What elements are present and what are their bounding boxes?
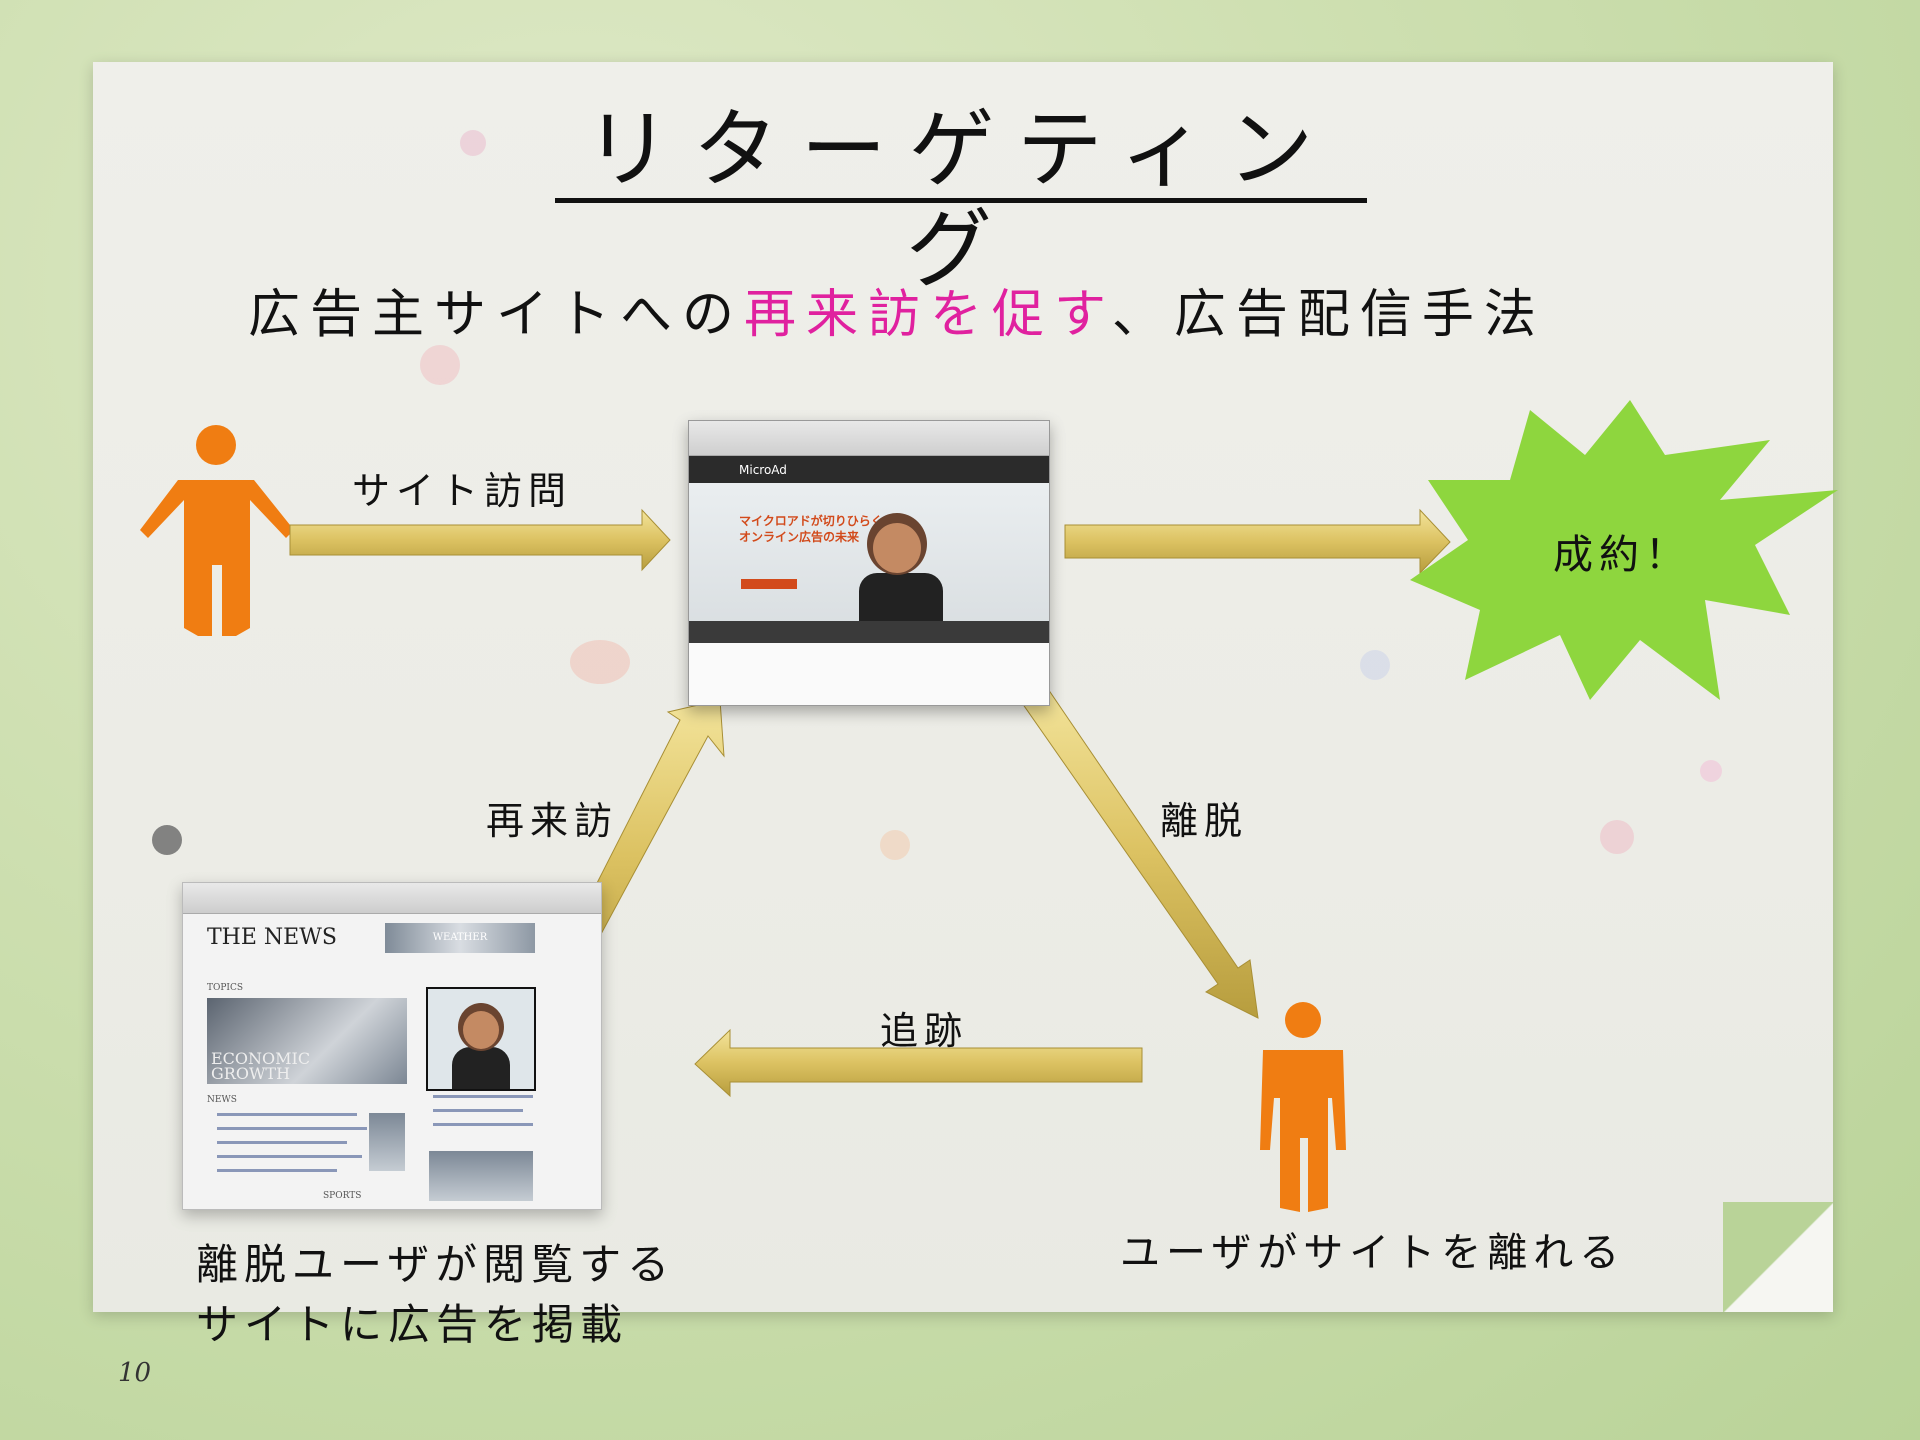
- news-news-label: NEWS: [207, 1095, 237, 1105]
- label-leave: 離脱: [1160, 790, 1248, 845]
- news-text-line: [433, 1095, 533, 1098]
- news-weather-banner: WEATHER: [385, 923, 535, 953]
- label-ad-site-line2: サイトに広告を掲載: [196, 1295, 716, 1355]
- advertiser-site-screenshot: MicroAd マイクロアドが切りひらく オンライン広告の未来: [688, 420, 1050, 706]
- label-conversion: 成約！: [1553, 522, 1691, 580]
- site-brand: MicroAd: [739, 463, 787, 477]
- news-text-line: [217, 1141, 347, 1144]
- news-text-line: [217, 1155, 362, 1158]
- arrow-leave: [1020, 686, 1258, 1018]
- label-ad-site: 離脱ユーザが閲覧する サイトに広告を掲載: [196, 1235, 716, 1355]
- label-revisit: 再来訪: [486, 790, 618, 845]
- page-number: 10: [118, 1358, 151, 1388]
- site-nav: MicroAd: [689, 456, 1049, 484]
- kid-face: [463, 1011, 499, 1049]
- hero-line-2: オンライン広告の未来: [739, 529, 883, 545]
- news-masthead: THE NEWS: [207, 925, 337, 950]
- news-text-line: [433, 1123, 533, 1126]
- news-text-line: [217, 1113, 357, 1116]
- kid-face: [873, 523, 921, 573]
- news-thumbnail: [369, 1113, 405, 1171]
- kid-body: [452, 1047, 510, 1091]
- news-text-line: [433, 1109, 523, 1112]
- browser-chrome: [183, 883, 601, 914]
- site-footer: [689, 643, 1049, 705]
- hero-text: マイクロアドが切りひらく オンライン広告の未来: [739, 513, 883, 545]
- news-building-photo: [429, 1151, 533, 1201]
- hero-line-1: マイクロアドが切りひらく: [739, 513, 883, 529]
- label-site-visit: サイト訪問: [352, 460, 572, 515]
- news-text-line: [217, 1169, 337, 1172]
- retargeting-ad: [426, 987, 536, 1091]
- news-topics-label: TOPICS: [207, 983, 243, 993]
- news-text-line: [217, 1127, 367, 1130]
- person-icon-leaver: [1260, 1002, 1346, 1212]
- arrow-conversion: [1065, 510, 1450, 573]
- news-site-screenshot: THE NEWS WEATHER TOPICS ECONOMIC GROWTH …: [182, 882, 602, 1210]
- browser-chrome: [689, 421, 1049, 456]
- label-ad-site-line1: 離脱ユーザが閲覧する: [196, 1235, 716, 1295]
- label-user-leaves: ユーザがサイトを離れる: [1120, 1220, 1625, 1278]
- person-icon-visitor: [140, 425, 294, 636]
- news-sports-label: SPORTS: [323, 1191, 361, 1201]
- arrow-site-visit: [290, 510, 670, 570]
- news-topic-word-2: GROWTH: [211, 1066, 310, 1081]
- label-track: 追跡: [880, 1000, 968, 1055]
- news-topic-text: ECONOMIC GROWTH: [211, 1051, 310, 1081]
- desk: [689, 621, 1049, 643]
- hero-button: [741, 579, 797, 589]
- site-hero: マイクロアドが切りひらく オンライン広告の未来: [689, 483, 1049, 643]
